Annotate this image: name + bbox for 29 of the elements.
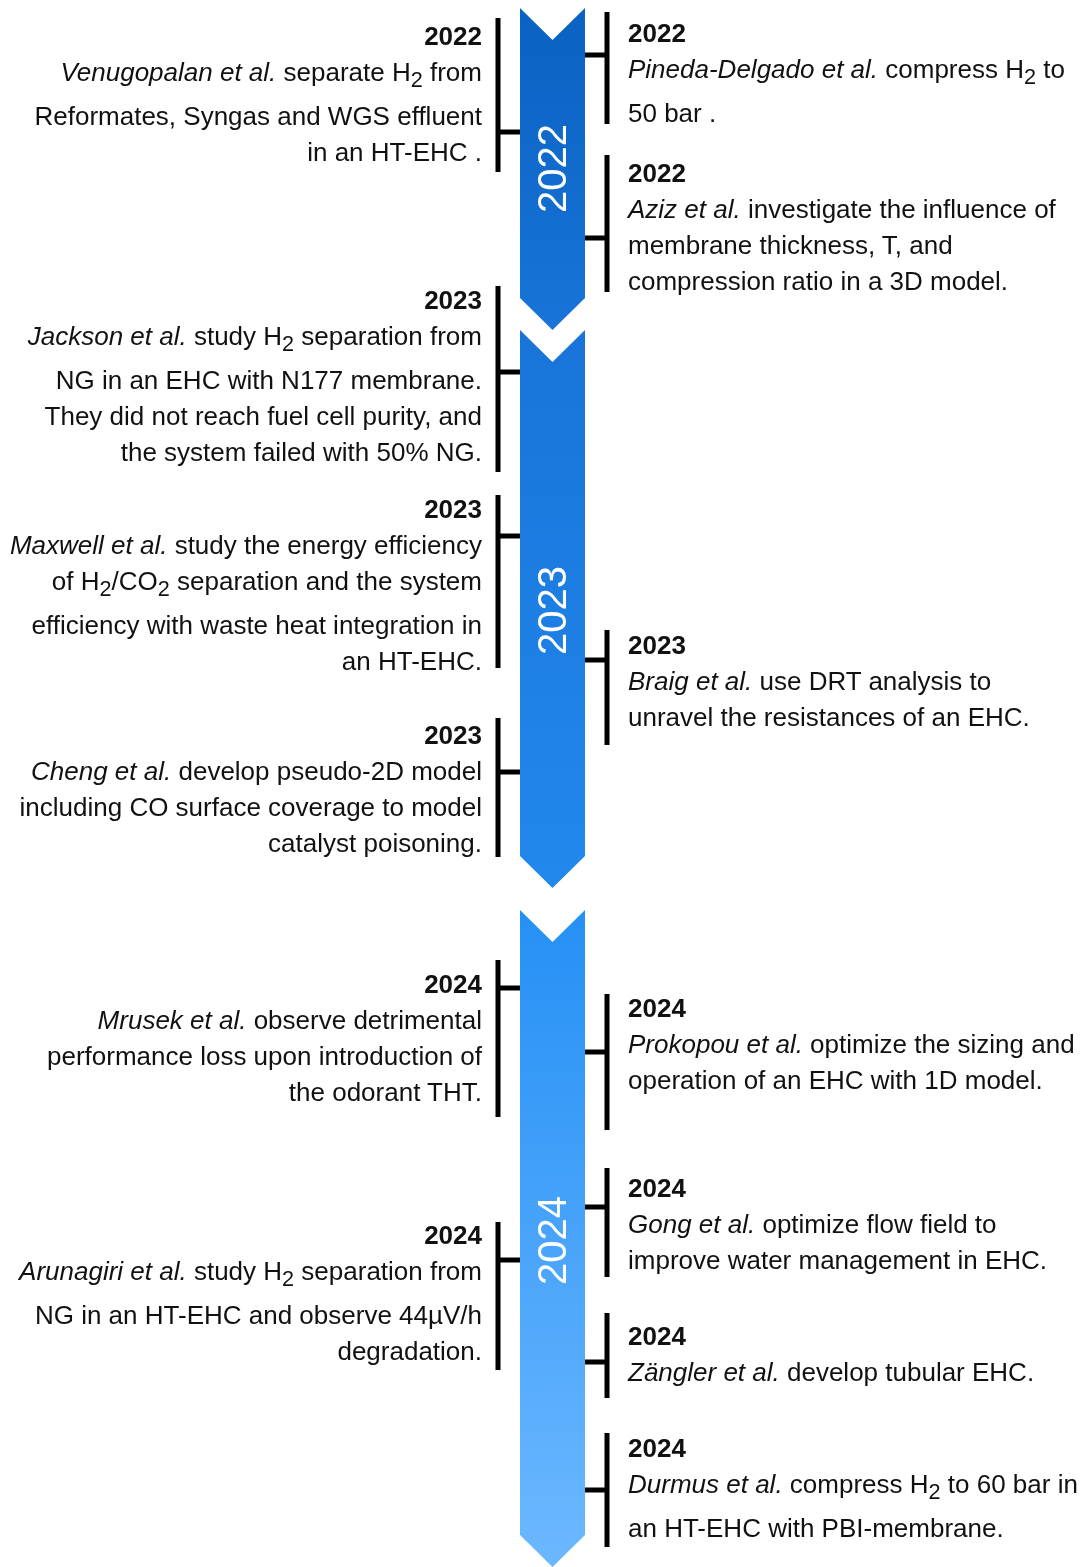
entry-text: Prokopou et al. optimize the sizing and operation of an EHC with 1D model. [628,1029,1075,1095]
year-heading: 2022 [628,17,686,50]
year-heading: 2023 [424,493,482,526]
year-heading: 2022 [628,157,686,190]
year-heading: 2022 [424,20,482,53]
year-label: 2023 [530,565,575,655]
entry-text: Durmus et al. compress H$_{2}$ to 60 bar in an HT-EHC with PBI-membrane. [628,1469,1078,1544]
entry-text: Gong et al. optimize flow field to improve water management in EHC. [628,1209,1048,1275]
entry-text: Aziz et al. investigate the influence of membrane thickness, T, and compression ratio in a 3D model. [628,194,1056,296]
entry-text: Maxwell et al. study the energy efficiency of H$_{2}$/CO$_{2}$ separation and the system efficiency with waste heat integration in an HT-EHC. [9,530,482,677]
year-heading: 2024 [628,1432,686,1465]
entry-text: Arunagiri et al. study H$_{2}$ separation from NG in an HT-EHC and observe 44µV/h degradation. [19,1256,482,1367]
entry-text: Cheng et al. develop pseudo-2D model including CO surface coverage to model catalyst poisoning. [19,756,482,858]
entry-text: Mrusek et al. observe detrimental performance loss upon introduction of the odorant THT. [46,1005,482,1107]
entry-text: Zängler et al. develop tubular EHC. [628,1357,1035,1387]
year-label: 2022 [530,123,575,213]
year-heading: 2023 [424,719,482,752]
year-heading: 2023 [628,629,686,662]
entry-text: Pineda-Delgado et al. compress H$_{2}$ to 50 bar . [628,54,1065,129]
year-heading: 2024 [424,1219,482,1252]
year-heading: 2024 [628,1172,686,1205]
entry-text: Venugopalan et al. separate H$_{2}$ from Reformates, Syngas and WGS effluent in an HT-EHC . [34,57,482,168]
year-label: 2024 [530,1195,575,1285]
entry-text: Braig et al. use DRT analysis to unravel the resistances of an EHC. [628,666,1030,732]
year-heading: 2024 [628,992,686,1025]
year-heading: 2024 [628,1320,686,1353]
year-heading: 2023 [424,284,482,317]
entry-text: Jackson et al. study H$_{2}$ separation from NG in an EHC with N177 membrane. They did not reach fuel cell purity, and the system failed with 50% NG. [27,321,482,468]
year-heading: 2024 [424,968,482,1001]
